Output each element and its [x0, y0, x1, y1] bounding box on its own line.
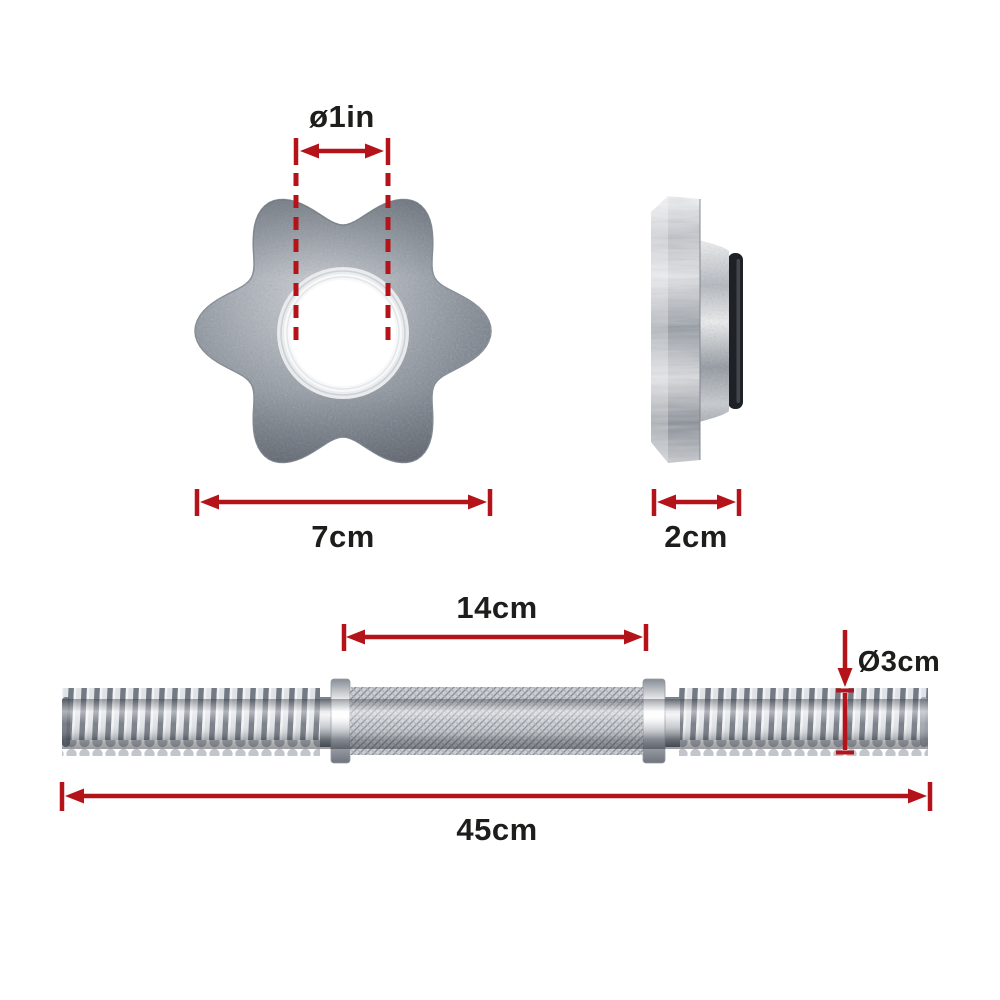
dim-bar-length [59, 782, 933, 811]
dim-bar-diameter [836, 630, 854, 755]
arrowhead-down [837, 668, 853, 687]
arrowhead-right [717, 494, 736, 510]
center-hole [290, 280, 396, 386]
bar-length-label: 45cm [456, 812, 537, 847]
dimension-annotations [59, 138, 933, 811]
arrowhead-right [365, 143, 384, 159]
rubber-ring [728, 253, 743, 409]
dumbbell-bar [62, 678, 928, 764]
hole-diameter-label: ø1in [309, 99, 375, 134]
arrowhead-left [65, 788, 84, 804]
collar-depth-label: 2cm [664, 519, 728, 554]
arrowhead-left [200, 494, 219, 510]
nut-flange-streak-texture [651, 196, 700, 463]
dim-collar-width [194, 489, 493, 516]
arrowhead-right [468, 494, 487, 510]
spinlock-collar-front-view [194, 198, 492, 464]
dim-collar-depth [651, 489, 742, 516]
rubber-ring-highlight [736, 259, 740, 403]
arrowhead-right [624, 629, 643, 645]
dim-hole-diameter [293, 138, 391, 341]
grip-length-label: 14cm [456, 590, 537, 625]
arrowhead-left [657, 494, 676, 510]
bar-diameter-label: Ø3cm [858, 646, 941, 678]
arrowhead-right [908, 788, 927, 804]
hole-ring-line [280, 270, 406, 396]
dim-grip-length [341, 624, 649, 651]
arrowhead-left [300, 143, 319, 159]
arrowhead-left [346, 629, 365, 645]
nut-flange-rim-highlight [651, 196, 668, 463]
spinlock-collar-side-view [651, 196, 743, 463]
nut-hub-grain [699, 240, 729, 422]
hole-inner-ring-line [286, 276, 400, 390]
collar-width-label: 7cm [311, 519, 375, 554]
bar-cylinder-shading [62, 699, 928, 749]
